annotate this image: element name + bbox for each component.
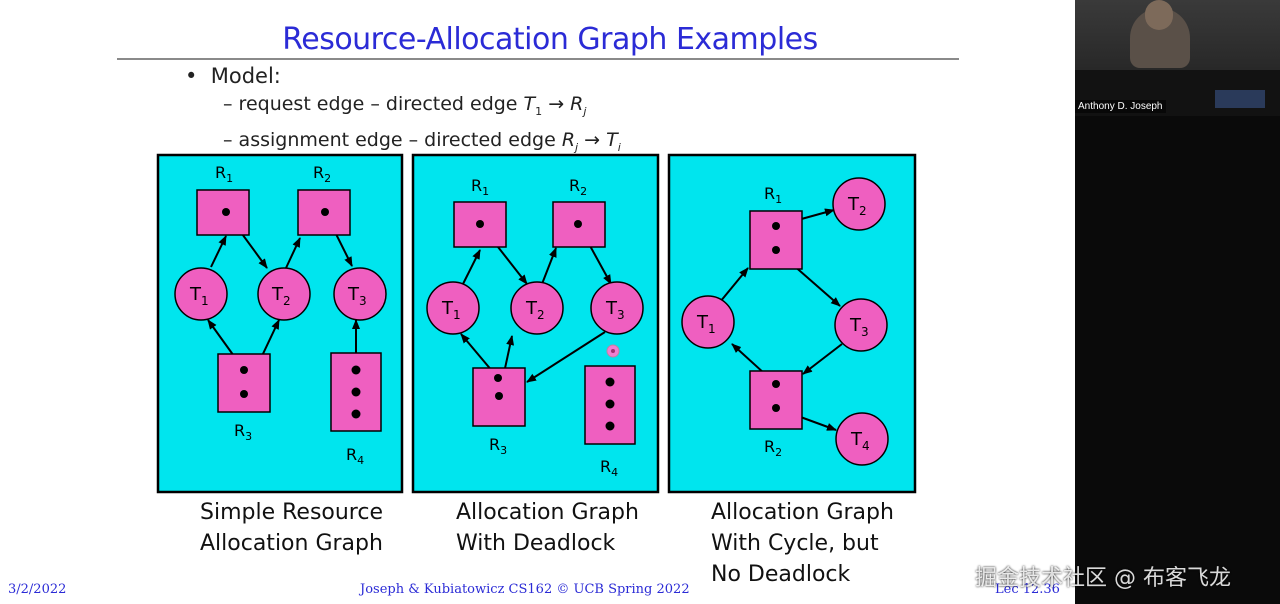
cursor-highlight (606, 344, 620, 358)
presenter-name-label: Anthony D. Joseph (1075, 100, 1166, 113)
webcam-presenter-head (1145, 0, 1173, 30)
caption-graph-1: Simple Resource Allocation Graph (200, 497, 383, 559)
thread-t3: T3 (333, 267, 387, 321)
slide: Resource-Allocation Graph Examples • Mod… (8, 22, 1060, 597)
presenter-webcam: Anthony D. Joseph (1075, 0, 1280, 116)
footer-course: Joseph & Kubiatowicz CS162 © UCB Spring … (360, 582, 690, 597)
webcam-monitor (1215, 90, 1265, 108)
resource-r1: R1 (453, 176, 507, 248)
resource-r3: R3 (217, 353, 271, 443)
thread-t2: T2 (832, 177, 886, 231)
caption-graph-3: Allocation Graph With Cycle, but No Dead… (711, 497, 894, 590)
thread-t3: T3 (590, 281, 644, 335)
resource-r3: R3 (472, 367, 526, 457)
footer-date: 3/2/2022 (8, 582, 67, 597)
thread-t4: T4 (835, 412, 889, 466)
graph-with-deadlock: R1 R2 T1 T2 T3 (411, 153, 660, 494)
bullet-request-edge: – request edge – directed edge T1 → Rj (223, 93, 587, 118)
caption-line: Allocation Graph (711, 500, 894, 525)
bullet-model: • Model: (185, 64, 281, 88)
thread-t2: T2 (510, 281, 564, 335)
caption-line: Simple Resource (200, 500, 384, 525)
resource-r4: R4 (330, 352, 382, 467)
graph-simple-resource-allocation: R1 R2 T1 T2 T3 (156, 153, 404, 494)
watermark: 掘金技术社区 @ 布客飞龙 (975, 566, 1231, 591)
graphs-figure: R1 R2 T1 T2 T3 (156, 153, 917, 494)
graph-cycle-no-deadlock: R1 T2 T1 T3 R2 (667, 153, 917, 494)
resource-r2: R2 (749, 370, 803, 459)
thread-t2: T2 (257, 267, 311, 321)
caption-line: With Cycle, but (711, 531, 879, 556)
caption-line: No Deadlock (711, 562, 851, 587)
resource-r4: R4 (584, 365, 636, 479)
bullet-assignment-edge: – assignment edge – directed edge Rj → T… (223, 128, 621, 154)
video-panel: Anthony D. Joseph (1075, 0, 1280, 604)
slide-title: Resource-Allocation Graph Examples (282, 22, 818, 57)
bullet-list: • Model: – request edge – directed edge … (185, 62, 621, 162)
bullet-model-text: Model: (210, 64, 281, 88)
thread-t1: T1 (426, 281, 480, 335)
thread-t1: T1 (681, 295, 735, 349)
caption-line: With Deadlock (456, 531, 616, 556)
thread-t1: T1 (174, 267, 228, 321)
assignment-edge-text: assignment edge – directed edge (238, 128, 562, 151)
title-rule (117, 58, 959, 60)
request-edge-text: request edge – directed edge (238, 93, 524, 115)
caption-graph-2: Allocation Graph With Deadlock (456, 497, 639, 559)
thread-t3: T3 (834, 298, 888, 352)
footer-lecture: Lec 12.36 (995, 582, 1060, 597)
resource-r2: R2 (552, 176, 606, 248)
caption-line: Allocation Graph (456, 500, 639, 525)
caption-line: Allocation Graph (200, 531, 383, 556)
